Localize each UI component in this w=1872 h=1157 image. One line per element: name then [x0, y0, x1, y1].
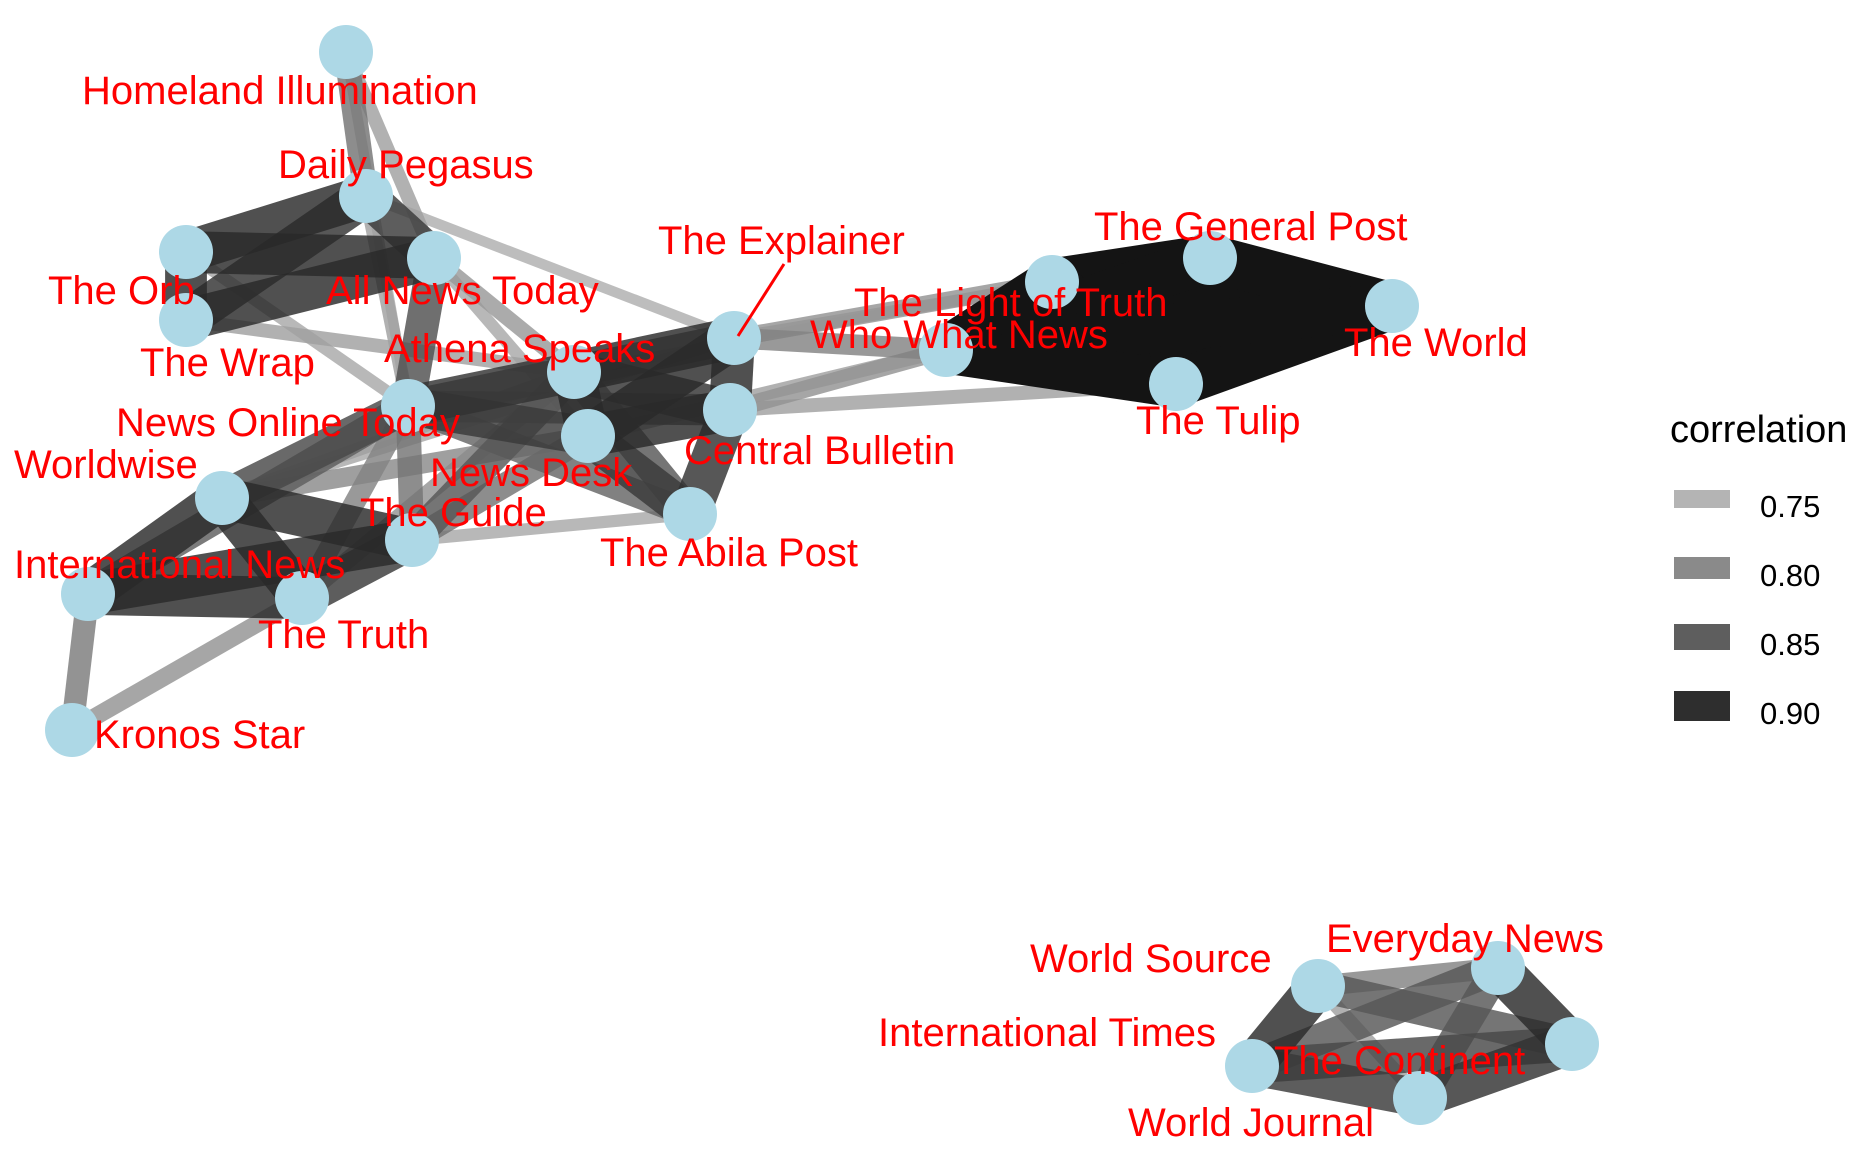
- node-label-worldsource: World Source: [1030, 937, 1272, 981]
- node-explainer[interactable]: [707, 311, 761, 365]
- edge-intlnews-truth: [87, 573, 303, 619]
- node-tulip[interactable]: [1149, 357, 1203, 411]
- node-truth[interactable]: [275, 571, 329, 625]
- node-guide[interactable]: [385, 513, 439, 567]
- legend-label-0.80: 0.80: [1760, 558, 1820, 593]
- node-central[interactable]: [703, 383, 757, 437]
- node-label-newsdesk: News Desk: [430, 451, 633, 495]
- node-worldwise[interactable]: [195, 471, 249, 525]
- node-label-whowhat: Who What News: [810, 313, 1108, 357]
- node-journal[interactable]: [1393, 1071, 1447, 1125]
- legend: correlation 0.75 0.80 0.85 0.90: [1670, 409, 1847, 731]
- node-intltimes[interactable]: [1225, 1039, 1279, 1093]
- node-label-world: The World: [1344, 321, 1528, 365]
- edge-central-whowhat: [727, 341, 949, 419]
- node-label-intlnews: International News: [14, 543, 345, 587]
- explainer-leader-line: [736, 263, 786, 337]
- node-label-athena: Athena Speaks: [384, 327, 655, 371]
- edge-tulip-whowhat: [942, 326, 1180, 408]
- node-light[interactable]: [1025, 255, 1079, 309]
- node-athena[interactable]: [547, 345, 601, 399]
- legend-swatch-0.85: [1674, 624, 1730, 650]
- legend-label-0.75: 0.75: [1760, 489, 1820, 524]
- node-worldsource[interactable]: [1291, 959, 1345, 1013]
- node-label-central: Central Bulletin: [684, 429, 955, 473]
- node-label-kronos: Kronos Star: [94, 713, 305, 757]
- node-general[interactable]: [1183, 231, 1237, 285]
- legend-label-0.85: 0.85: [1760, 627, 1820, 662]
- node-label-guide: The Guide: [360, 491, 547, 535]
- node-whowhat[interactable]: [919, 323, 973, 377]
- node-label-journal: World Journal: [1128, 1101, 1374, 1145]
- node-label-light: The Light of Truth: [854, 281, 1168, 325]
- node-everyday[interactable]: [1471, 941, 1525, 995]
- node-homeland[interactable]: [319, 25, 373, 79]
- legend-swatch-0.75: [1674, 490, 1730, 508]
- edge-explainer-whowhat: [733, 327, 947, 361]
- legend-swatch-0.80: [1674, 557, 1730, 579]
- edge-newsonline-athena: [403, 352, 579, 426]
- leader-lines: [736, 263, 786, 337]
- node-label-homeland: Homeland Illumination: [82, 69, 478, 113]
- node-wrap[interactable]: [159, 293, 213, 347]
- node-allnews[interactable]: [407, 231, 461, 285]
- node-label-wrap: The Wrap: [140, 341, 315, 385]
- legend-swatch-0.90: [1674, 691, 1730, 721]
- node-label-abila: The Abila Post: [600, 531, 858, 575]
- edge-wrap-athena: [185, 313, 575, 379]
- node-label-everyday: Everyday News: [1326, 917, 1604, 961]
- nodes-layer: [45, 25, 1599, 1125]
- node-world[interactable]: [1365, 279, 1419, 333]
- node-label-pegasus: Daily Pegasus: [278, 143, 534, 187]
- node-pegasus[interactable]: [339, 169, 393, 223]
- node-label-orb: The Orb: [48, 269, 195, 313]
- legend-items: 0.75 0.80 0.85 0.90: [1674, 489, 1820, 731]
- node-intlnews[interactable]: [61, 567, 115, 621]
- node-newsdesk[interactable]: [561, 409, 615, 463]
- node-continent[interactable]: [1545, 1017, 1599, 1071]
- node-label-newsonline: News Online Today: [116, 401, 460, 445]
- node-newsonline[interactable]: [381, 379, 435, 433]
- node-label-allnews: All News Today: [326, 269, 599, 313]
- edge-intltimes-journal: [1248, 1047, 1424, 1117]
- node-label-intltimes: International Times: [878, 1011, 1216, 1055]
- edge-guide-abila: [411, 507, 691, 547]
- node-label-explainer: The Explainer: [658, 219, 905, 263]
- node-label-continent: The Continent: [1274, 1039, 1525, 1083]
- node-orb[interactable]: [159, 225, 213, 279]
- node-label-truth: The Truth: [258, 613, 429, 657]
- node-kronos[interactable]: [45, 703, 99, 757]
- edge-newsonline-worldwise: [214, 390, 416, 514]
- legend-label-0.90: 0.90: [1760, 696, 1820, 731]
- node-label-general: The General Post: [1094, 205, 1408, 249]
- node-label-worldwise: Worldwise: [14, 443, 198, 487]
- edge-guide-athena: [400, 361, 586, 551]
- node-abila[interactable]: [663, 487, 717, 541]
- node-label-tulip: The Tulip: [1136, 399, 1301, 443]
- edge-pegasus-explainer: [364, 191, 736, 343]
- edge-allnews-athena: [429, 251, 579, 379]
- edge-wrap-allnews: [180, 237, 440, 341]
- legend-title: correlation: [1670, 409, 1847, 451]
- edge-truth-kronos: [67, 590, 307, 738]
